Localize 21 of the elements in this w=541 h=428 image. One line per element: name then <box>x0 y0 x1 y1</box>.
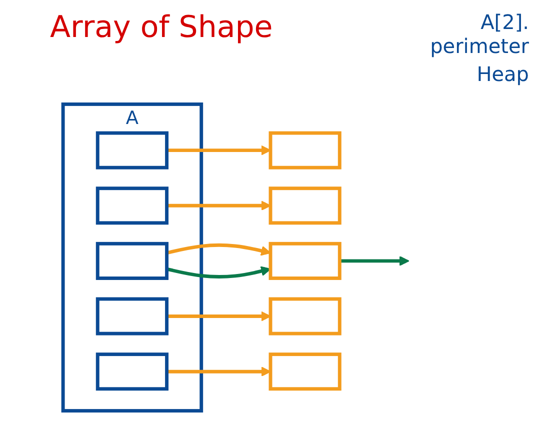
node-box <box>268 131 342 170</box>
arrow <box>166 145 271 156</box>
arrow <box>166 243 271 256</box>
node-box <box>96 131 168 170</box>
handwritten-note: Heap <box>476 62 529 86</box>
arrow <box>166 311 271 322</box>
cluster: A <box>61 102 204 412</box>
node-box <box>268 186 342 225</box>
node-box <box>268 242 342 280</box>
node-box <box>96 297 168 336</box>
arrow <box>166 366 271 377</box>
arrow <box>166 266 271 278</box>
node-box <box>96 352 168 391</box>
node-box <box>268 297 342 336</box>
arrow <box>340 256 410 266</box>
node-box <box>96 242 168 280</box>
node-box <box>96 186 168 225</box>
handwritten-note: A[2]. perimeter <box>429 10 529 58</box>
node-box <box>268 352 342 391</box>
arrow <box>166 200 271 211</box>
title: Array of Shape <box>50 10 273 45</box>
